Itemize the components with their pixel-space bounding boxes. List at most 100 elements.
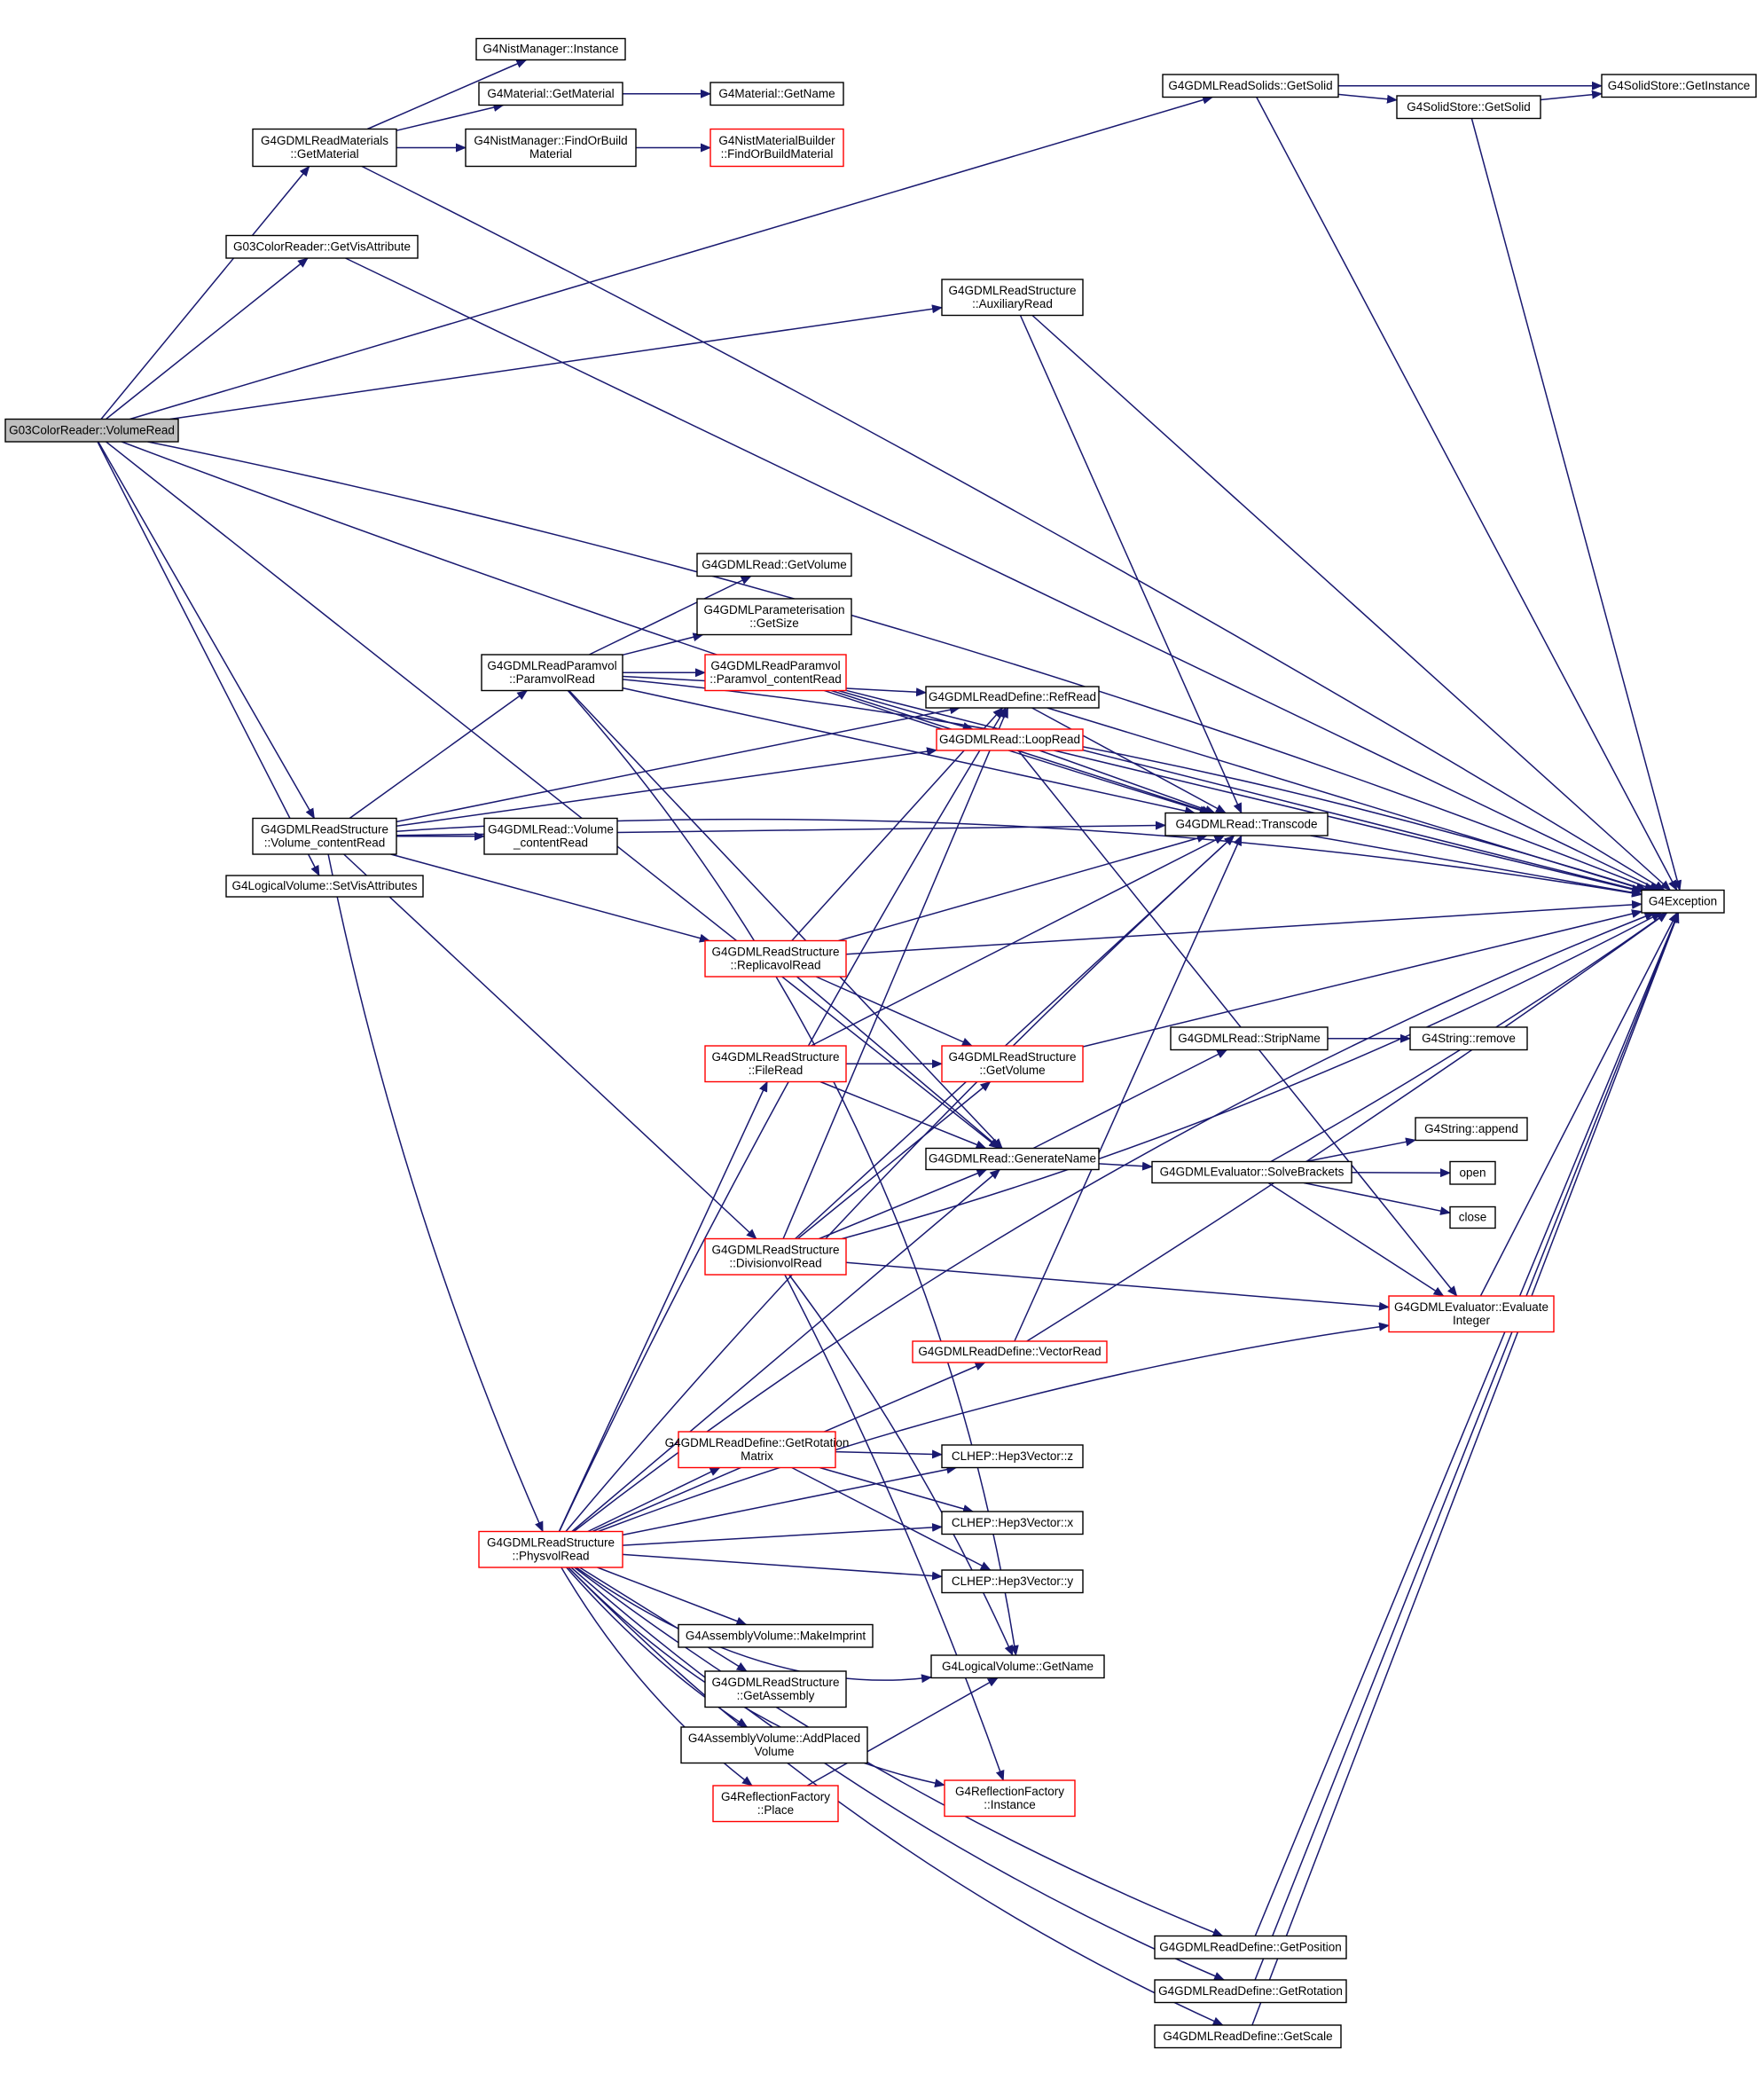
node-solids_get[interactable]: G4GDMLReadSolids::GetSolid [1162,74,1339,98]
node-nist_fob[interactable]: G4NistManager::FindOrBuildMaterial [465,128,637,168]
call-edge-aux-to-exception [1031,314,1672,891]
node-solidstore_inst[interactable]: G4SolidStore::GetInstance [1601,74,1757,98]
node-box [478,82,623,106]
node-label-line: ::ReplicavolRead [730,958,820,971]
node-label-line: ::Instance [984,1798,1036,1811]
edge-line [622,687,1196,816]
node-label-line: G4GDMLRead::Transcode [1175,817,1317,830]
node-hep_x[interactable]: CLHEP::Hep3Vector::x [941,1511,1084,1535]
edge-line [573,912,1656,1533]
node-close[interactable]: close [1449,1205,1496,1229]
node-box [925,686,1100,709]
call-edge-root-to-solids_get [129,95,1214,420]
node-box [944,1779,1076,1818]
node-read_volcontent[interactable]: G4GDMLRead::Volume_contentRead [483,817,618,855]
node-label-line: G4Material::GetName [718,87,835,100]
node-genname[interactable]: G4GDMLRead::GenerateName [925,1147,1100,1171]
node-vol_content[interactable]: G4GDMLReadStructure::Volume_contentRead [252,817,397,855]
edge-line [788,1274,1014,1656]
node-hep_y[interactable]: CLHEP::Hep3Vector::y [941,1569,1084,1594]
node-reflplace[interactable]: G4ReflectionFactory::Place [712,1785,839,1823]
node-solvebrackets[interactable]: G4GDMLEvaluator::SolveBrackets [1151,1160,1352,1184]
node-lv_getname[interactable]: G4LogicalVolume::GetName [930,1654,1105,1679]
node-physvol[interactable]: G4GDMLReadStructure::PhysvolRead [478,1530,623,1568]
node-layer: G03ColorReader::VolumeRead G4GDMLReadMate… [4,37,1757,2049]
node-box [941,1045,1084,1083]
call-edge-divisionvol-to-genname [819,1168,988,1240]
node-getposition[interactable]: G4GDMLReadDefine::GetPosition [1154,1935,1347,1959]
node-solidstore_get[interactable]: G4SolidStore::GetSolid [1396,95,1541,120]
call-edge-physvol-to-lv_getname [576,1567,932,1684]
node-label-line: _contentRead [513,836,588,849]
edge-line [568,689,1003,1150]
node-str_append[interactable]: G4String::append [1415,1117,1528,1142]
call-edge-transcode-to-exception [1310,835,1642,898]
call-edge-root-to-cr_getvis [106,257,309,420]
call-edge-divisionvol-to-exception [842,912,1662,1240]
node-refread[interactable]: G4GDMLReadDefine::RefRead [925,686,1100,709]
edge-line [568,1567,1224,2026]
node-getrotation[interactable]: G4GDMLReadDefine::GetRotation [1154,1979,1347,2004]
node-vectorread[interactable]: G4GDMLReadDefine::VectorRead [912,1340,1108,1363]
call-edge-root-to-genname [106,441,1000,1150]
node-rs_getvolume[interactable]: G4GDMLReadStructure::GetVolume [941,1045,1084,1083]
call-edge-replicavol-to-genname [796,976,1001,1150]
node-rm_getmat[interactable]: G4GDMLReadMaterials::GetMaterial [252,128,397,168]
node-stripname[interactable]: G4GDMLRead::StripName [1170,1026,1329,1051]
node-param_getsize[interactable]: G4GDMLParameterisation::GetSize [696,598,852,636]
node-label-line: ::FindOrBuildMaterial [721,147,834,161]
edge-line [106,257,309,420]
node-box [696,553,852,577]
node-root[interactable]: G03ColorReader::VolumeRead [4,418,179,443]
node-makeimprint[interactable]: G4AssemblyVolume::MakeImprint [678,1623,874,1648]
node-mat_getmat[interactable]: G4Material::GetMaterial [478,82,623,106]
call-edge-loopread-to-exception [1054,750,1642,894]
node-paramvol[interactable]: G4GDMLReadParamvol::ParamvolRead [481,654,623,692]
call-edge-physvol-to-exception [573,912,1656,1533]
edge-line [622,679,1648,891]
node-fileread[interactable]: G4GDMLReadStructure::FileRead [704,1045,847,1083]
node-getvolume[interactable]: G4GDMLRead::GetVolume [696,553,852,577]
edge-line [147,441,1656,891]
call-edge-root-to-aux [169,304,943,420]
edge-line [842,912,1662,1240]
node-exception[interactable]: G4Exception [1641,889,1725,914]
node-nist_inst[interactable]: G4NistManager::Instance [475,37,626,61]
node-getscale[interactable]: G4GDMLReadDefine::GetScale [1154,2024,1342,2049]
node-nistbuilder[interactable]: G4NistMaterialBuilder::FindOrBuildMateri… [710,128,844,168]
node-setvis[interactable]: G4LogicalVolume::SetVisAttributes [225,875,424,898]
node-reflinst[interactable]: G4ReflectionFactory::Instance [944,1779,1076,1818]
node-divisionvol[interactable]: G4GDMLReadStructure::DivisionvolRead [704,1237,847,1276]
node-hep_z[interactable]: CLHEP::Hep3Vector::z [941,1444,1084,1469]
edge-line [579,1567,748,1672]
node-transcode[interactable]: G4GDMLRead::Transcode [1164,812,1329,836]
call-edge-physvol-to-getrotation [570,1567,1226,1981]
edge-line [796,976,1001,1150]
call-edge-cr_getvis-to-exception [345,257,1660,891]
node-paramvol_content[interactable]: G4GDMLReadParamvol::Paramvol_contentRead [704,654,847,692]
node-loopread[interactable]: G4GDMLRead::LoopRead [936,728,1084,751]
call-edge-refread-to-transcode [1031,707,1227,814]
node-label-line: G4GDMLRead::StripName [1178,1032,1321,1045]
edge-line [1026,912,1668,1342]
node-label-line: G4GDMLReadDefine::GetPosition [1159,1940,1342,1953]
node-label-line: G4Exception [1649,894,1717,907]
node-mat_getname[interactable]: G4Material::GetName [710,82,844,106]
edge-line [327,853,544,1533]
edge-line [1014,835,1243,1342]
node-aux[interactable]: G4GDMLReadStructure::AuxiliaryRead [941,279,1084,317]
call-edge-genname-to-solvebrackets [1098,1161,1153,1171]
node-label-line: Matrix [741,1449,773,1463]
node-cr_getvis[interactable]: G03ColorReader::GetVisAttribute [225,234,419,259]
node-replicavol[interactable]: G4GDMLReadStructure::ReplicavolRead [704,939,847,978]
node-label-line: G4GDMLRead::LoopRead [939,733,1080,746]
edge-line [597,1567,748,1626]
node-getassembly[interactable]: G4GDMLReadStructure::GetAssembly [704,1670,847,1708]
node-open[interactable]: open [1449,1160,1496,1185]
node-str_remove[interactable]: G4String::remove [1409,1026,1528,1051]
node-box [941,1511,1084,1535]
node-label-line: G4GDMLEvaluator::SolveBrackets [1160,1166,1345,1179]
